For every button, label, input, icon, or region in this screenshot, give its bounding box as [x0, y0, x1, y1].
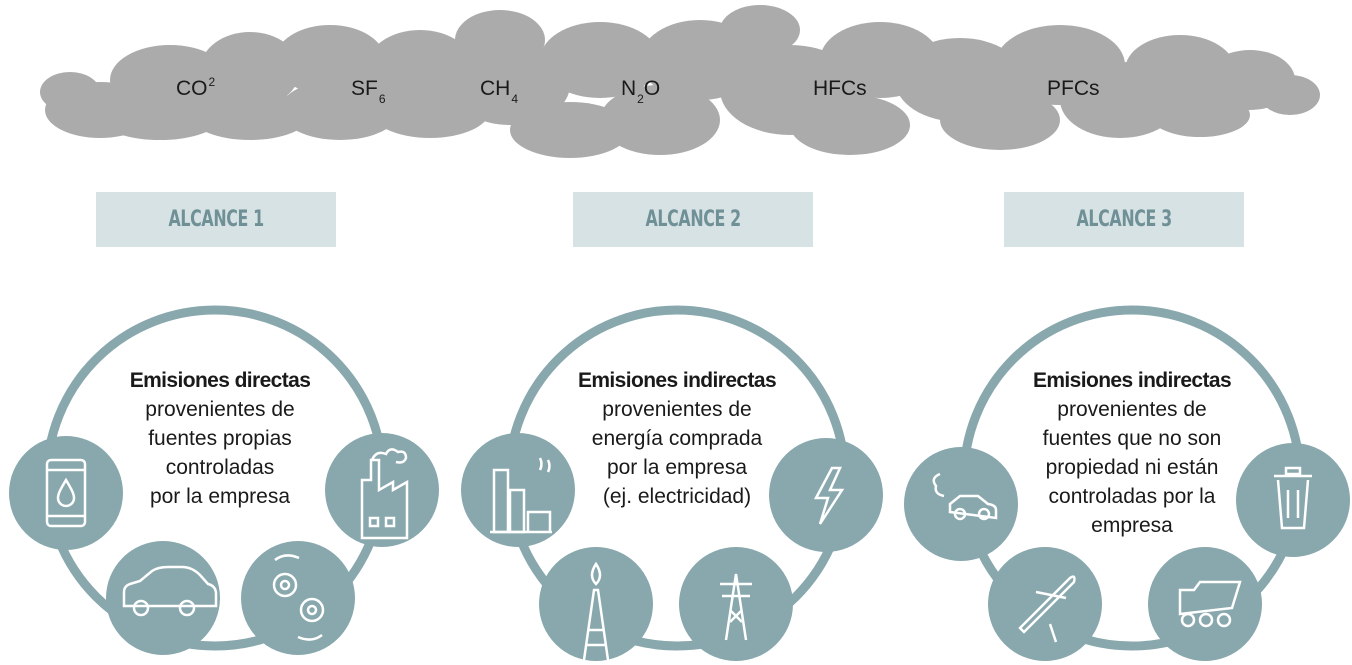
scope-2-description: Emisiones indirectas provenientes de ene… [557, 366, 797, 511]
gas-base: CH [480, 77, 511, 100]
car-icon [106, 541, 220, 655]
dump-truck-icon [1148, 547, 1262, 661]
trash-can-icon [1236, 443, 1350, 557]
gas-tail: O [643, 77, 661, 100]
gas-superscript: 2 [208, 75, 216, 89]
oil-rig-icon [539, 547, 653, 661]
gas-subscript: 4 [511, 92, 519, 106]
scope-3-text: provenientes de fuentes que no son propi… [1042, 398, 1222, 537]
gas-label-hfcs: HFCs [813, 77, 867, 101]
greenhouse-gas-cloud [40, 5, 1320, 158]
scope-2-tag: ALCANCE 2 [573, 192, 813, 247]
gas-label-n2o: N2O [621, 77, 661, 106]
gears-icon [241, 541, 355, 655]
scope-2-title: ALCANCE 2 [645, 207, 741, 232]
gas-label-pfcs: PFCs [1047, 77, 1100, 101]
scope-2-text: provenientes de energía comprada por la … [591, 398, 763, 508]
gas-base: HFCs [813, 77, 867, 100]
refinery-icon [461, 433, 575, 547]
scope-3-tag: ALCANCE 3 [1004, 192, 1244, 247]
scope-3-title: ALCANCE 3 [1076, 207, 1172, 232]
gas-base: PFCs [1047, 77, 1100, 100]
gas-label-co2: CO2 [176, 75, 216, 101]
airplane-icon [988, 547, 1102, 661]
gas-label-sf6: SF6 [351, 77, 386, 106]
gas-base: CO [176, 77, 208, 100]
scope-1-heading: Emisiones directas [129, 369, 311, 392]
factory-icon [325, 433, 439, 547]
scope-1-description: Emisiones directas provenientes de fuent… [110, 366, 330, 511]
scope-3-description: Emisiones indirectas provenientes de fue… [1012, 366, 1252, 540]
scope-2-heading: Emisiones indirectas [577, 369, 777, 392]
gas-subscript: 2 [637, 92, 644, 106]
gas-base: N [621, 77, 637, 100]
car-exhaust-icon [904, 447, 1018, 561]
oil-barrel-icon [9, 436, 123, 550]
power-tower-icon [679, 547, 793, 661]
scope-3-heading: Emisiones indirectas [1032, 369, 1232, 392]
scope-1-text: provenientes de fuentes propias controla… [145, 398, 295, 508]
gas-subscript: 6 [378, 92, 386, 106]
scope-1-tag: ALCANCE 1 [96, 192, 336, 247]
gas-label-ch4: CH4 [480, 77, 518, 106]
lightning-icon [769, 438, 883, 552]
scope-1-title: ALCANCE 1 [168, 207, 264, 232]
gas-base: SF [351, 77, 378, 100]
